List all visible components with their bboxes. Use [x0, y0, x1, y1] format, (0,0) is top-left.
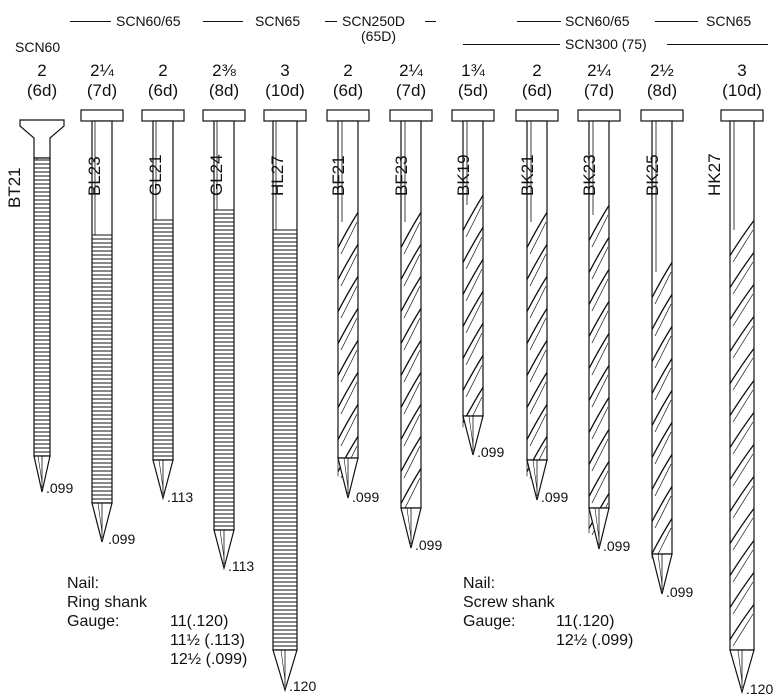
nail-bk19 [451, 109, 495, 456]
nail-gauge: .120 [746, 681, 774, 694]
nail-size: 2¼ [90, 61, 114, 80]
nail-hl27 [263, 109, 307, 693]
nail-size: 2 [37, 61, 47, 80]
nail-penny: (7d) [395, 81, 427, 100]
group-label-scn250d: SCN250D [342, 13, 406, 29]
nail-bk23 [577, 109, 621, 550]
note-gauge-value: 11(.120) [170, 613, 229, 630]
nail-size: 2½ [650, 61, 674, 80]
nail-hk27 [720, 109, 764, 694]
nail-code: GL21 [146, 154, 165, 196]
nail-code: HK27 [705, 153, 724, 196]
nail-code: BF23 [392, 155, 411, 196]
nail-gauge: .099 [415, 537, 443, 553]
nail-code: BL23 [85, 156, 104, 196]
header-rule [655, 21, 698, 22]
nail-penny: (10d) [722, 81, 762, 100]
nail-size: 2¼ [399, 61, 423, 80]
header-rule [425, 21, 436, 22]
nail-size: 2 [343, 61, 353, 80]
note-gauge-value: 11(.120) [556, 613, 615, 630]
nail-penny: (7d) [86, 81, 118, 100]
group-label-scn300: SCN300 (75) [565, 36, 647, 52]
nail-size: 2⅜ [212, 61, 236, 80]
nail-penny: (6d) [332, 81, 364, 100]
ring-shank-gauges: 11(.120) 11½ (.113) 12½ (.099) [170, 612, 247, 669]
ring-shank-note: Nail: Ring shank Gauge: [67, 574, 147, 631]
nail-size: 3 [280, 61, 290, 80]
nail-penny: (6d) [521, 81, 553, 100]
nail-gl24 [202, 109, 246, 571]
nail-bf23 [389, 109, 433, 549]
nail-size: 2¼ [587, 61, 611, 80]
group-label-scn60: SCN60 [15, 39, 61, 55]
nail-bk21 [515, 109, 559, 501]
screw-shank-gauges: 11(.120) 12½ (.099) [556, 612, 633, 650]
header-rule [70, 21, 111, 22]
group-label-65d: (65D) [361, 28, 397, 44]
note-gauge-value: 12½ (.099) [170, 651, 248, 668]
nail-gauge: .113 [167, 489, 194, 505]
nail-size: 3 [737, 61, 747, 80]
nail-penny: (8d) [208, 81, 240, 100]
note-shank-type: Screw shank [463, 594, 555, 611]
nail-gl21 [141, 109, 185, 501]
nail-gauge: .099 [603, 538, 631, 554]
nail-size: 2 [158, 61, 168, 80]
nail-code: BF21 [329, 155, 348, 196]
nail-gauge: .113 [228, 558, 255, 574]
nail-code: BK19 [454, 154, 473, 196]
nail-bk25 [640, 109, 684, 595]
header-rule [517, 21, 561, 22]
note-heading: Nail: [463, 575, 496, 592]
nail-bf21 [326, 109, 370, 499]
nail-penny: (10d) [265, 81, 305, 100]
header-rule [667, 44, 768, 45]
nail-code: BK21 [518, 154, 537, 196]
nail-gauge: .099 [541, 489, 569, 505]
nail-code: BK25 [643, 154, 662, 196]
note-gauge-label: Gauge: [67, 613, 120, 630]
nail-gauge: .099 [108, 531, 136, 547]
nail-bl23 [80, 109, 124, 543]
nail-bt21 [19, 119, 65, 493]
nail-code: BT21 [5, 167, 24, 208]
nail-code: BK23 [580, 154, 599, 196]
group-label-scn60-65-right: SCN60/65 [565, 13, 630, 29]
nail-penny: (5d) [457, 81, 489, 100]
nail-size: 2 [532, 61, 542, 80]
header-rule [203, 21, 243, 22]
note-gauge-label: Gauge: [463, 613, 516, 630]
nail-gauge: .099 [666, 584, 694, 600]
nail-gauge: .120 [289, 678, 317, 694]
header-rule [325, 21, 337, 22]
nail-code: HL27 [268, 155, 287, 196]
nail-size: 1¾ [461, 61, 485, 80]
nail-penny: (6d) [147, 81, 179, 100]
screw-shank-note: Nail: Screw shank Gauge: [463, 574, 555, 631]
group-label-scn65: SCN65 [255, 13, 301, 29]
nail-gauge: .099 [352, 489, 380, 505]
nail-penny: (7d) [583, 81, 615, 100]
nail-code: GL24 [207, 154, 226, 196]
nail-gauge: .099 [46, 480, 74, 496]
note-shank-type: Ring shank [67, 594, 148, 611]
group-label-scn60-65: SCN60/65 [116, 13, 181, 29]
note-gauge-value: 12½ (.099) [556, 632, 634, 649]
note-gauge-value: 11½ (.113) [170, 632, 246, 649]
nail-penny: (8d) [646, 81, 678, 100]
header-rule [463, 44, 560, 45]
group-label-scn65-right: SCN65 [706, 13, 752, 29]
nail-penny: (6d) [26, 81, 58, 100]
nail-gauge: .099 [477, 444, 505, 460]
note-heading: Nail: [67, 575, 100, 592]
